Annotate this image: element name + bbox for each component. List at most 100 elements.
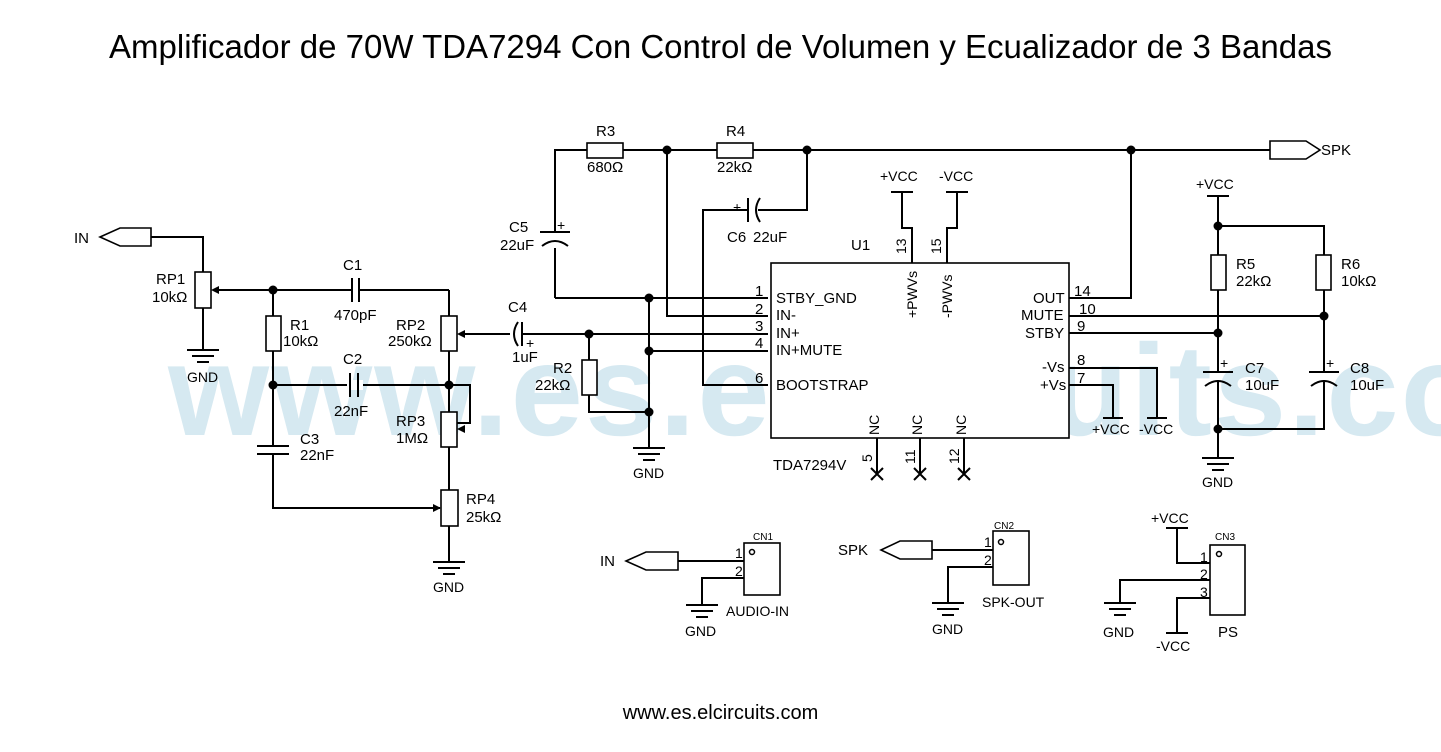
svg-text:22kΩ: 22kΩ	[1236, 273, 1271, 290]
svg-text:GND: GND	[685, 623, 716, 639]
svg-text:R5: R5	[1236, 256, 1255, 273]
svg-text:SPK: SPK	[1321, 142, 1351, 159]
svg-text:2: 2	[755, 301, 763, 318]
svg-text:GND: GND	[1202, 474, 1233, 490]
svg-text:22kΩ: 22kΩ	[535, 377, 570, 394]
capacitor-c1: C1 470pF	[334, 257, 377, 324]
svg-text:+: +	[1326, 355, 1334, 371]
svg-text:C6: C6	[727, 229, 746, 246]
capacitor-c6: + C6 22uF	[727, 197, 787, 246]
svg-text:10kΩ: 10kΩ	[152, 289, 187, 306]
svg-text:CN3: CN3	[1215, 532, 1235, 543]
svg-text:3: 3	[1200, 584, 1208, 600]
svg-text:10: 10	[1079, 301, 1096, 318]
svg-text:C3: C3	[300, 431, 319, 448]
resistor-r6: R6 10kΩ	[1315, 254, 1376, 291]
connector-cn3: +VCC GND -VCC CN3 1 2 3 PS	[1103, 510, 1246, 654]
svg-text:22nF: 22nF	[300, 447, 334, 464]
svg-text:10kΩ: 10kΩ	[283, 333, 318, 350]
svg-text:7: 7	[1077, 370, 1085, 387]
svg-text:15: 15	[928, 238, 944, 254]
resistor-r5: R5 22kΩ	[1210, 254, 1271, 291]
ic-top-pins: 13 15 +PWVs -PWVs	[893, 238, 955, 318]
svg-text:RP2: RP2	[396, 317, 425, 334]
capacitor-c7: + C7 10uF	[1203, 355, 1279, 394]
svg-text:BOOTSTRAP: BOOTSTRAP	[776, 377, 869, 394]
resistor-r4: R4 22kΩ	[716, 123, 754, 176]
input-port-in: IN	[74, 227, 152, 247]
svg-text:GND: GND	[1103, 624, 1134, 640]
svg-text:+PWVs: +PWVs	[904, 271, 920, 318]
svg-text:OUT: OUT	[1033, 290, 1065, 307]
svg-text:R3: R3	[596, 123, 615, 140]
svg-text:TDA7294V: TDA7294V	[773, 457, 846, 474]
svg-text:NC: NC	[953, 415, 969, 435]
svg-text:12: 12	[946, 448, 962, 464]
svg-text:R6: R6	[1341, 256, 1360, 273]
svg-text:22kΩ: 22kΩ	[717, 159, 752, 176]
svg-text:470pF: 470pF	[334, 307, 377, 324]
svg-text:250kΩ: 250kΩ	[388, 333, 432, 350]
potentiometer-rp3: RP3 1MΩ	[396, 411, 465, 448]
svg-text:STBY_GND: STBY_GND	[776, 290, 857, 307]
svg-text:IN+MUTE: IN+MUTE	[776, 342, 842, 359]
svg-text:10uF: 10uF	[1350, 377, 1384, 394]
resistor-r3: R3 680Ω	[586, 123, 624, 176]
svg-text:SPK: SPK	[838, 542, 868, 559]
svg-text:RP1: RP1	[156, 271, 185, 288]
svg-text:3: 3	[755, 318, 763, 335]
svg-text:AUDIO-IN: AUDIO-IN	[726, 603, 789, 619]
ic-right-pins: OUT 14 MUTE 10 STBY 9 -Vs 8 +Vs 7	[1021, 283, 1096, 394]
capacitor-c5: + C5 22uF	[500, 217, 570, 254]
gnd-symbol: GND	[1202, 457, 1234, 490]
svg-text:C2: C2	[343, 351, 362, 368]
resistor-r1: R1 10kΩ	[265, 315, 318, 352]
svg-text:GND: GND	[433, 579, 464, 595]
capacitor-c2: C2 22nF	[334, 351, 368, 420]
svg-text:14: 14	[1074, 283, 1091, 300]
svg-text:11: 11	[902, 449, 918, 464]
svg-text:25kΩ: 25kΩ	[466, 509, 501, 526]
svg-text:C8: C8	[1350, 360, 1369, 377]
ic-u1: U1 TDA7294V	[770, 237, 1070, 474]
svg-text:13: 13	[893, 238, 909, 254]
svg-text:GND: GND	[932, 621, 963, 637]
svg-text:-VCC: -VCC	[1156, 638, 1190, 654]
svg-text:9: 9	[1077, 318, 1085, 335]
svg-text:NC: NC	[909, 415, 925, 435]
resistor-r2: R2 22kΩ	[535, 359, 598, 396]
svg-text:22uF: 22uF	[500, 237, 534, 254]
svg-text:22nF: 22nF	[334, 403, 368, 420]
vcc-neg-label: -VCC	[1139, 421, 1173, 437]
svg-text:U1: U1	[851, 237, 870, 254]
ic-bottom-pins: NC NC NC 5 11 12	[859, 415, 971, 481]
vcc-pos-label: +VCC	[880, 168, 918, 184]
vcc-neg-label: -VCC	[939, 168, 973, 184]
vcc-pos-label: +VCC	[1092, 421, 1130, 437]
svg-text:1uF: 1uF	[512, 349, 538, 366]
connector-cn1: IN GND CN1 1 2 AUDIO-IN	[600, 532, 789, 639]
svg-text:-PWVs: -PWVs	[939, 274, 955, 318]
svg-text:4: 4	[755, 335, 763, 352]
svg-text:GND: GND	[633, 465, 664, 481]
svg-text:10uF: 10uF	[1245, 377, 1279, 394]
svg-text:2: 2	[984, 552, 992, 568]
svg-text:IN+: IN+	[776, 325, 800, 342]
svg-text:1: 1	[735, 545, 743, 561]
svg-text:2: 2	[735, 563, 743, 579]
svg-text:10kΩ: 10kΩ	[1341, 273, 1376, 290]
svg-text:RP4: RP4	[466, 491, 495, 508]
gnd-symbol: GND	[433, 561, 465, 595]
svg-text:+: +	[1220, 355, 1228, 371]
svg-text:R4: R4	[726, 123, 745, 140]
vcc-pos-label: +VCC	[1196, 176, 1234, 192]
svg-text:RP3: RP3	[396, 413, 425, 430]
svg-text:-Vs: -Vs	[1042, 359, 1065, 376]
svg-text:1: 1	[984, 534, 992, 550]
capacitor-c3: C3 22nF	[257, 431, 334, 464]
svg-text:MUTE: MUTE	[1021, 307, 1064, 324]
svg-text:+Vs: +Vs	[1040, 377, 1066, 394]
svg-text:5: 5	[859, 454, 875, 462]
svg-text:C4: C4	[508, 299, 527, 316]
